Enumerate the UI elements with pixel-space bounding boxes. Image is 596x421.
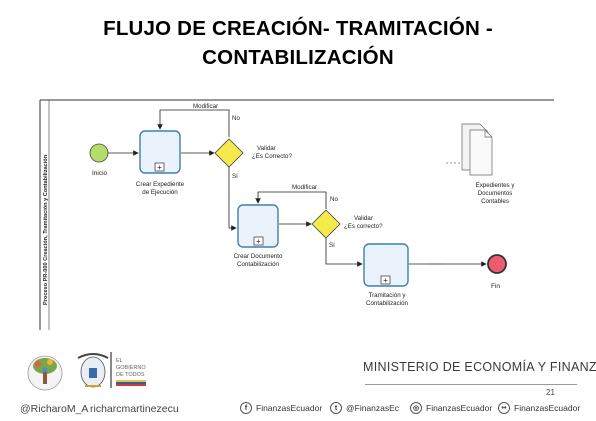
task-create-accounting-doc-label-2: Contabilización [237, 261, 280, 268]
task-create-file-label-1: Crear Expediente [136, 181, 185, 188]
social-twitter-label: @FinanzasEc [346, 403, 400, 413]
flow-yes-mid: Sí [329, 242, 335, 249]
task-create-file[interactable]: + [139, 130, 181, 174]
government-logo-text-3: DE TODOS [116, 372, 145, 378]
task-create-accounting-doc[interactable]: + [237, 204, 279, 248]
twitter-icon: t [330, 402, 342, 414]
start-event-label: Inicio [92, 170, 108, 177]
instagram-icon: ◎ [410, 402, 422, 414]
svg-text:+: + [256, 237, 261, 246]
government-logo: EL GOBIERNO DE TODOS [110, 352, 146, 388]
task-process-accounting[interactable]: + [363, 243, 409, 287]
gateway-validate-label-2: ¿Es Correcto? [252, 153, 292, 160]
social-flickr[interactable]: •• FinanzasEcuador [498, 401, 580, 415]
gateway-validate-2-label-1: Validar [354, 215, 373, 222]
task-create-accounting-doc-label-1: Crear Documento [234, 253, 283, 260]
task-create-file-label-2: de Ejecución [142, 189, 178, 196]
document-icon [461, 123, 493, 176]
page-number: 21 [546, 388, 555, 397]
social-instagram[interactable]: ◎ FinanzasEcuador [410, 401, 492, 415]
footer-divider [365, 384, 577, 385]
tree-logo [27, 355, 63, 391]
gateway-validate[interactable] [214, 138, 244, 168]
twitter-handle[interactable]: @RicharoM_A [20, 403, 89, 415]
svg-text:+: + [383, 276, 388, 285]
process-pool: Proceso PR-000 Creación, Tramitación y C… [39, 99, 554, 330]
government-logo-text-2: GOBIERNO [116, 365, 146, 371]
end-event[interactable] [487, 254, 507, 274]
facebook-icon: f [240, 402, 252, 414]
gateway-validate-2-label-2: ¿Es correcto? [344, 223, 383, 230]
social-instagram-label: FinanzasEcuador [426, 403, 493, 413]
flow-yes-top: Sí [232, 173, 238, 180]
svg-text:+: + [157, 163, 162, 172]
task-process-label-2: Contabilización [366, 300, 409, 307]
end-event-label: Fin [491, 283, 500, 290]
flow-no-mid: No [330, 196, 338, 203]
slide-title: FLUJO DE CREACIÓN- TRAMITACIÓN - CONTABI… [0, 14, 596, 72]
social-flickr-label: FinanzasEcuador [514, 403, 581, 413]
flow-modify-top: Modificar [193, 103, 218, 110]
flow-modify-mid: Modificar [292, 184, 317, 191]
data-object-label-1: Expedientes y [476, 182, 516, 189]
flickr-icon: •• [498, 402, 510, 414]
social-facebook[interactable]: f FinanzasEcuador [240, 401, 322, 415]
task-process-label-1: Tramitación y [369, 292, 407, 299]
social-twitter[interactable]: t @FinanzasEc [330, 401, 399, 415]
flow-no-top: No [232, 115, 240, 122]
government-logo-text-1: EL [116, 358, 123, 364]
gateway-validate-label-1: Validar [257, 145, 276, 152]
data-object-label-3: Contables [481, 198, 509, 205]
slide-title-line-1: FLUJO DE CREACIÓN- TRAMITACIÓN - [103, 17, 493, 40]
start-event[interactable] [89, 143, 109, 163]
gateway-validate-2[interactable] [311, 209, 341, 239]
slide-title-line-2: CONTABILIZACIÓN [202, 46, 394, 69]
ecuador-coat-of-arms-logo [77, 353, 109, 388]
social-facebook-label: FinanzasEcuador [256, 403, 323, 413]
data-object-label-2: Documentos [478, 190, 513, 197]
ministry-name: MINISTERIO DE ECONOMÍA Y FINANZAS [363, 360, 596, 374]
pool-label: Proceso PR-000 Creación, Tramitación y C… [43, 154, 49, 305]
website-handle[interactable]: richarcmartinezecu [90, 403, 179, 415]
